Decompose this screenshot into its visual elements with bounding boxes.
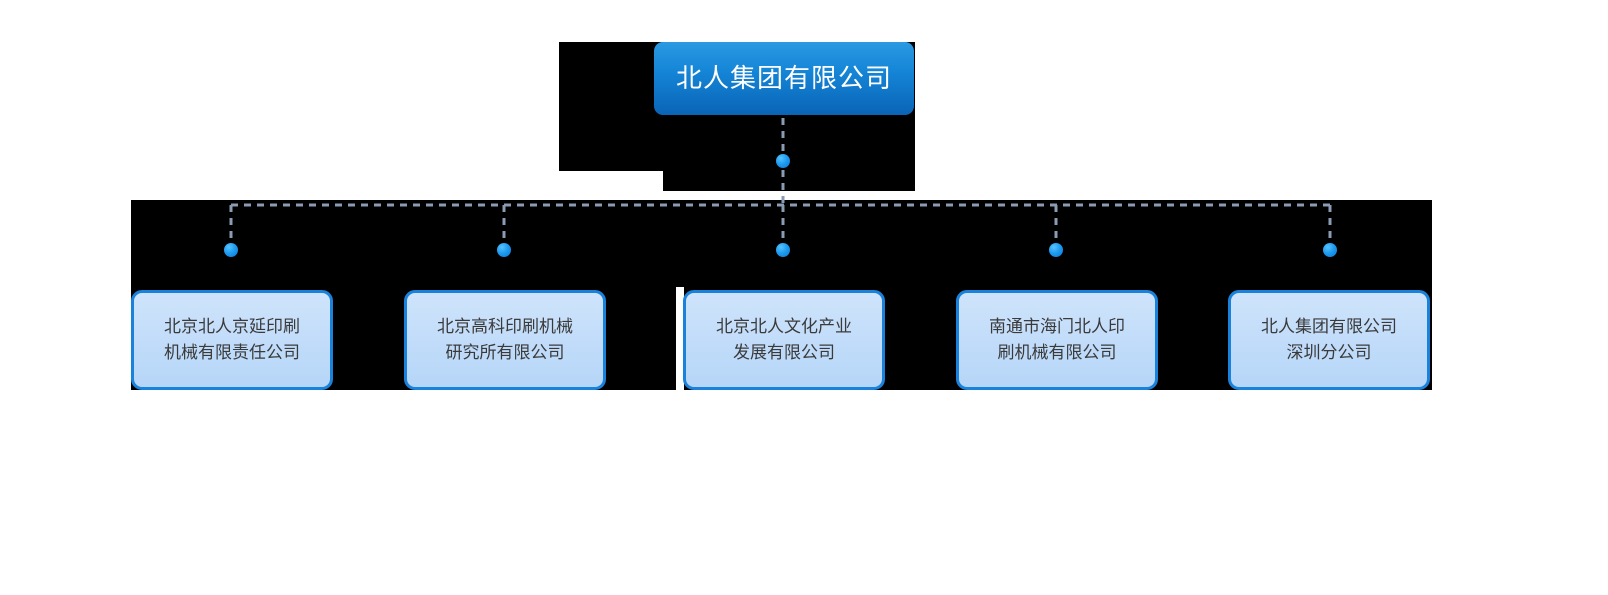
org-node-child-1[interactable]: 北京北人京延印刷 机械有限责任公司 — [131, 290, 333, 390]
org-node-child-2-line1: 北京高科印刷机械 — [437, 316, 573, 336]
branch-dot-1 — [224, 243, 238, 257]
org-node-root-label: 北人集团有限公司 — [675, 63, 892, 94]
org-node-child-5-line1: 北人集团有限公司 — [1261, 316, 1397, 336]
branch-dot-5 — [1323, 243, 1337, 257]
branch-dot-3 — [776, 243, 790, 257]
org-node-child-4[interactable]: 南通市海门北人印 刷机械有限公司 — [956, 290, 1158, 390]
trunk-dot — [776, 154, 790, 168]
org-node-child-4-line1: 南通市海门北人印 — [989, 316, 1125, 336]
org-node-child-5[interactable]: 北人集团有限公司 深圳分公司 — [1228, 290, 1430, 390]
org-node-child-3-line2: 发展有限公司 — [733, 343, 835, 362]
org-node-child-2[interactable]: 北京高科印刷机械 研究所有限公司 — [404, 290, 606, 390]
org-node-child-3-line1: 北京北人文化产业 — [716, 316, 852, 336]
background-gap-strip — [676, 287, 684, 392]
org-node-child-1-line1: 北京北人京延印刷 — [164, 316, 300, 336]
org-node-child-2-line2: 研究所有限公司 — [445, 343, 565, 362]
org-node-child-4-line2: 刷机械有限公司 — [997, 343, 1117, 362]
org-node-child-1-line2: 机械有限责任公司 — [164, 343, 300, 362]
org-node-child-3[interactable]: 北京北人文化产业 发展有限公司 — [683, 290, 885, 390]
org-node-root[interactable]: 北人集团有限公司 — [654, 42, 914, 115]
branch-dot-4 — [1049, 243, 1063, 257]
branch-dot-2 — [497, 243, 511, 257]
org-node-child-5-line2: 深圳分公司 — [1286, 343, 1372, 362]
